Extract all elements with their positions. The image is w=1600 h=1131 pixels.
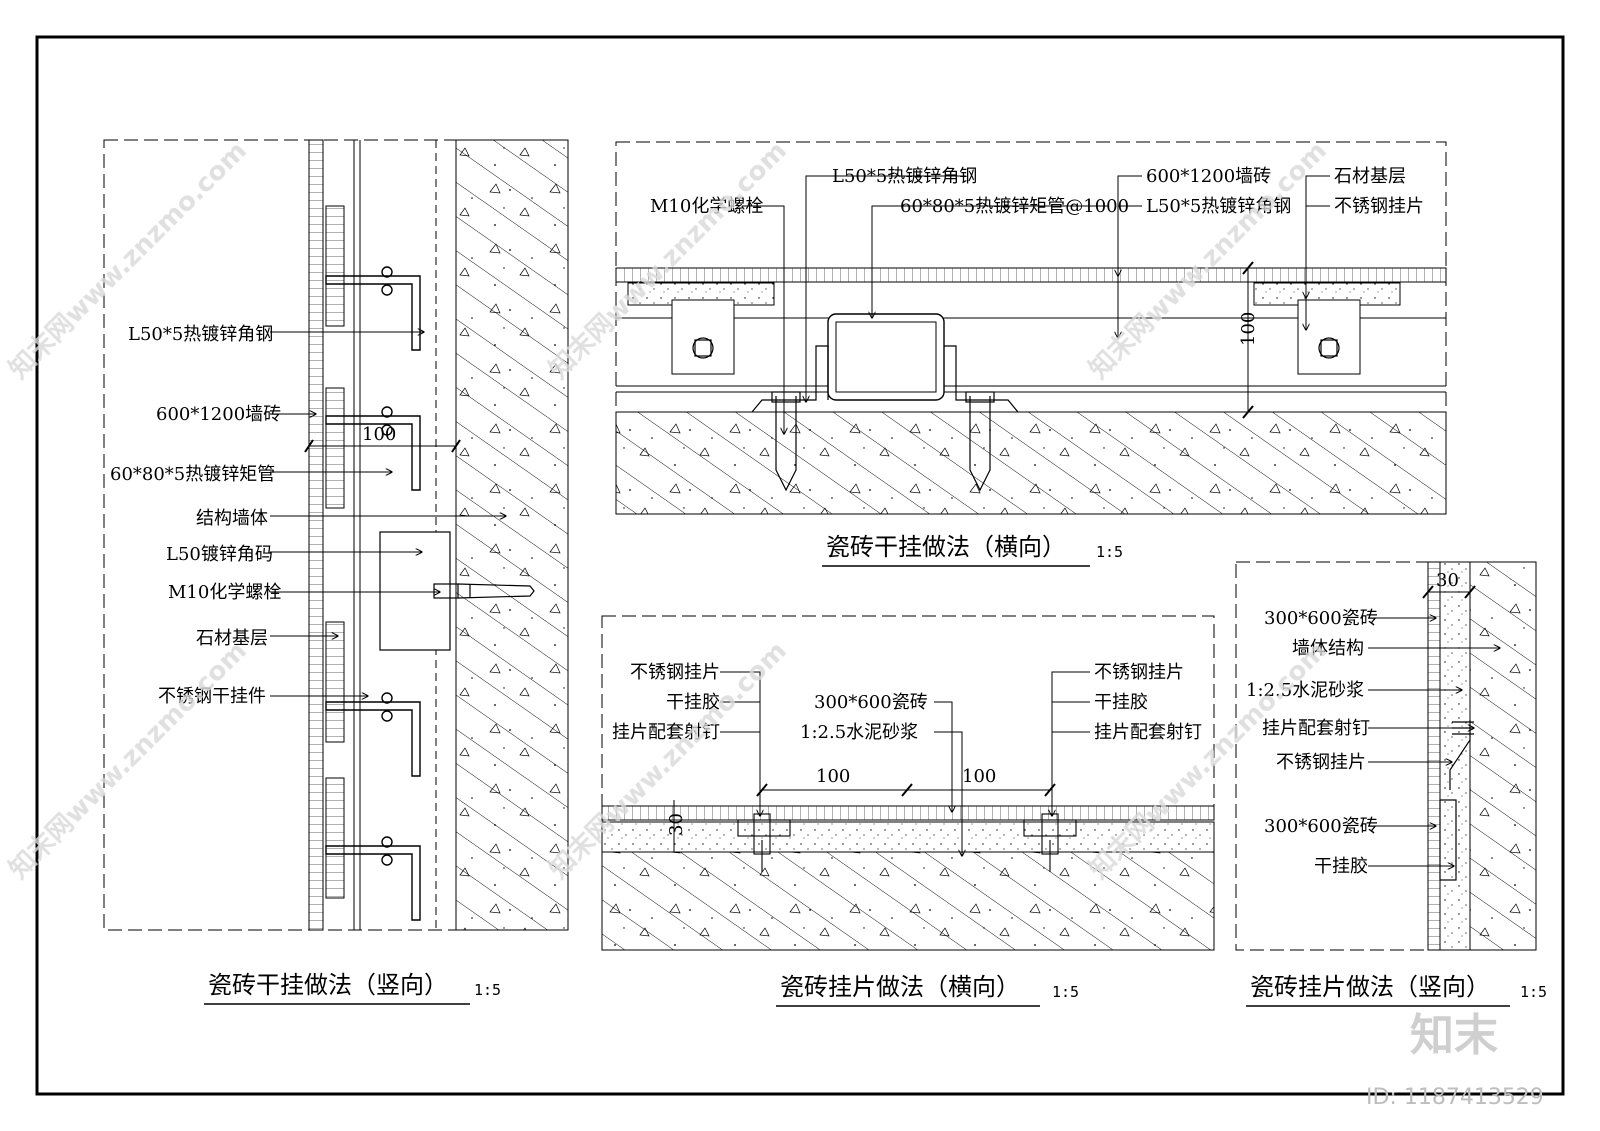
watermark-text-4: 知末网www.znzmo.com <box>4 636 253 885</box>
label-ss-clip-r: 不锈钢挂片 <box>1094 662 1184 683</box>
panel2-dim: 100 <box>1238 312 1259 346</box>
label-tile-300-b: 300*600瓷砖 <box>1264 816 1378 837</box>
panel4-title: 瓷砖挂片做法（竖向） <box>1250 973 1490 1001</box>
label-glue-l: 干挂胶 <box>666 692 720 713</box>
panel4-dim: 30 <box>1436 570 1459 591</box>
panel2-scale: 1:5 <box>1096 543 1123 561</box>
label-wall-tile: 600*1200墙砖 <box>1146 166 1271 187</box>
label-rect-tube: 60*80*5热镀锌矩管 <box>110 464 275 485</box>
panel1-labels: L50*5热镀锌角钢 600*1200墙砖 60*80*5热镀锌矩管 结构墙体 … <box>110 324 506 707</box>
wall-tile-section <box>308 139 324 931</box>
label-tile-300: 300*600瓷砖 <box>814 692 928 713</box>
panel-horizontal-dry: 100 L50*5热镀锌角钢 M10化学螺栓 60*80*5热镀锌矩管@1000… <box>615 141 1447 567</box>
panel3-scale: 1:5 <box>1052 983 1079 1001</box>
label-stone-base: 石材基层 <box>1334 166 1406 187</box>
panel2-title: 瓷砖干挂做法（横向） <box>826 533 1066 561</box>
label-chemical-bolt: M10化学螺栓 <box>168 582 281 603</box>
watermark-logo: 知末 <box>1410 1010 1498 1061</box>
label-mortar: 1:2.5水泥砂浆 <box>800 722 918 743</box>
label-ss-clip-l: 不锈钢挂片 <box>630 662 720 683</box>
panel-vertical-clip: 30 300*600瓷砖 墙体结构 1:2.5水泥砂浆 挂片配套射钉 不锈钢挂片… <box>1235 561 1547 1007</box>
rect-tube <box>827 313 945 401</box>
panel4-tile <box>1427 561 1441 951</box>
panel4-wall <box>1469 561 1537 951</box>
panel4-mortar <box>1439 561 1471 951</box>
panel2-tile <box>615 267 1447 283</box>
watermark-id: ID: 1187413529 <box>1366 1085 1544 1110</box>
panel4-scale: 1:5 <box>1520 983 1547 1001</box>
panel1-dim: 100 <box>362 424 396 445</box>
label-wall-struct: 墙体结构 <box>1292 638 1364 659</box>
panel3-dim-a: 100 <box>816 766 850 787</box>
panel2-wall <box>615 411 1447 515</box>
angle-code <box>379 531 451 651</box>
label-stone-base: 石材基层 <box>196 628 268 649</box>
label-ss-clip-v: 不锈钢挂片 <box>1276 752 1366 773</box>
label-angle-steel: L50*5热镀锌角钢 <box>128 324 273 345</box>
label-nail-v: 挂片配套射钉 <box>1262 718 1370 739</box>
label-nail-l: 挂片配套射钉 <box>612 722 720 743</box>
panel3-dim-b: 100 <box>962 766 996 787</box>
panel3-dim-c: 30 <box>666 813 687 836</box>
panel1-scale: 1:5 <box>474 981 501 999</box>
label-glue-r: 干挂胶 <box>1094 692 1148 713</box>
label-tile-300-a: 300*600瓷砖 <box>1264 608 1378 629</box>
label-nail-r: 挂片配套射钉 <box>1094 722 1202 743</box>
watermark-text-1: 知末网www.znzmo.com <box>4 136 253 385</box>
panel1-title: 瓷砖干挂做法（竖向） <box>208 971 448 999</box>
structural-wall <box>455 139 569 931</box>
angle-steel-icon <box>325 266 421 921</box>
label-glue-v: 干挂胶 <box>1314 856 1368 877</box>
panel-vertical-dry: 100 L50*5热镀锌角钢 600*1200墙砖 60*80*5热镀锌矩管 结… <box>103 139 569 1005</box>
panel3-tile <box>601 805 1215 821</box>
label-wall-tile: 600*1200墙砖 <box>156 404 281 425</box>
panel3-mortar <box>601 821 1215 853</box>
clip-icon <box>692 337 1340 359</box>
panel1-boundary <box>103 139 569 931</box>
label-mortar-v: 1:2.5水泥砂浆 <box>1246 680 1364 701</box>
label-angle-code: L50镀锌角码 <box>166 544 273 565</box>
label-angle-steel-r: L50*5热镀锌角钢 <box>1146 196 1291 217</box>
label-chemical-bolt: M10化学螺栓 <box>650 196 763 217</box>
sheet-frame <box>35 35 1565 1096</box>
watermark-text-2: 知末网www.znzmo.com <box>544 136 793 385</box>
panel3-title: 瓷砖挂片做法（横向） <box>780 973 1020 1001</box>
label-structural-wall: 结构墙体 <box>196 508 268 529</box>
panel-horizontal-clip: 100 100 30 不锈钢挂片 干挂胶 挂片配套射钉 300*600瓷砖 1:… <box>601 615 1215 1007</box>
label-ss-clip: 不锈钢挂片 <box>1334 196 1424 217</box>
label-ss-hanger: 不锈钢干挂件 <box>158 686 266 707</box>
